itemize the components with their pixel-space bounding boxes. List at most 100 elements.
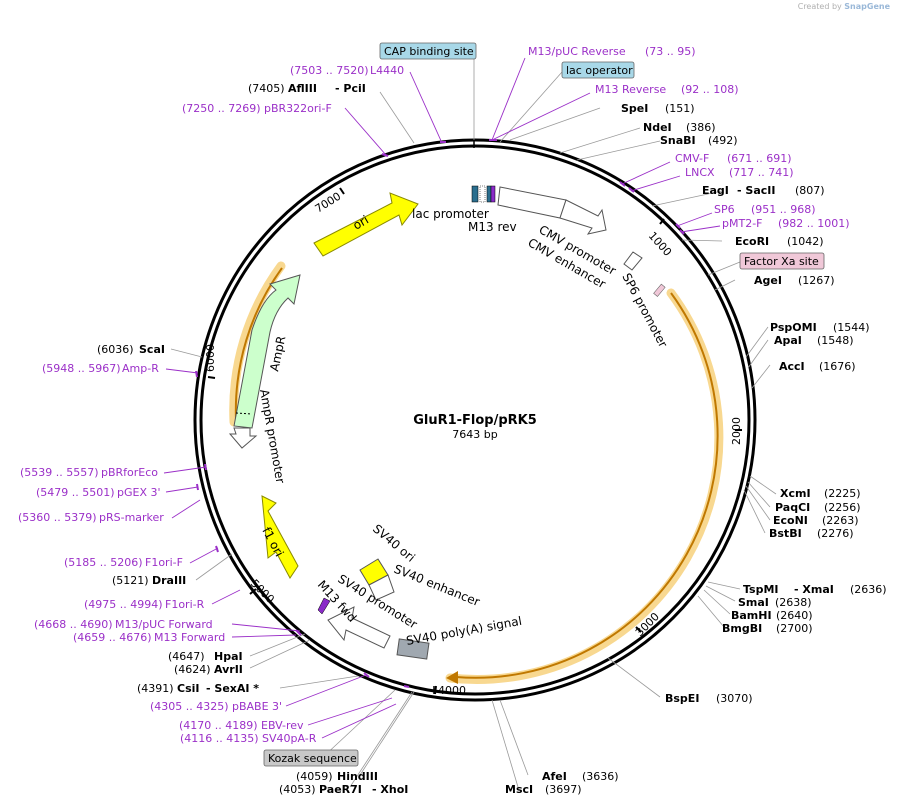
enzyme-avrii-pos: (4624) — [174, 663, 211, 676]
primer-m13puc-reverse-pos: (73 .. 95) — [645, 45, 696, 58]
m13rev-label: M13 rev — [468, 220, 517, 234]
enzyme-econi-pos: (2263) — [822, 514, 859, 527]
primer-l4440: L4440 — [370, 64, 404, 77]
tick-7000: 7000 — [313, 190, 344, 216]
enzyme-eagi: EagI — [702, 184, 729, 197]
enzyme-sexai: - SexAI * — [206, 682, 259, 695]
primer-f1orif: F1ori-F — [145, 556, 183, 569]
primer-m13-reverse: M13 Reverse — [595, 83, 666, 96]
enzyme-hpai-pos: (4647) — [168, 650, 205, 663]
ampr-highlight-arc — [229, 261, 286, 427]
enzyme-paer7i: PaeR7I — [319, 783, 362, 796]
enzyme-agei: AgeI — [754, 274, 782, 287]
enzyme-avrii: AvrII — [214, 663, 243, 676]
primer-pgex3: pGEX 3' — [117, 486, 161, 499]
primer-leader-lines — [163, 57, 721, 739]
lac-operator-box — [561, 61, 635, 79]
enzyme-afei-pos: (3636) — [582, 770, 619, 783]
enzyme-pspomi-pos: (1544) — [833, 321, 870, 334]
primer-l4440-pos: (7503 .. 7520) — [290, 64, 369, 77]
enzyme-marks — [433, 140, 475, 694]
primer-lncx-pos: (717 .. 741) — [729, 166, 794, 179]
backbone-inner — [199, 144, 751, 696]
left-primer-labels: (7503 .. 7520) L4440 (7250 .. 7269) pBR3… — [18, 64, 404, 745]
enzyme-csii-pos: (4391) — [137, 682, 174, 695]
primer-pmt2-f: pMT2-F — [722, 217, 763, 230]
enzyme-msci: MscI — [505, 783, 533, 796]
lac-operator-label: lac operator — [566, 64, 633, 77]
tick-1000: 1000 — [646, 229, 674, 259]
primer-pbrforeco: pBRforEco — [101, 466, 158, 479]
cmv-enhancer-arrow — [497, 186, 567, 219]
snapgene-logo: SnapGene — [844, 2, 890, 11]
primer-sp6: SP6 — [714, 203, 735, 216]
enzyme-ndei: NdeI — [643, 121, 672, 134]
primer-cmv-f-pos: (671 .. 691) — [727, 152, 792, 165]
sp6-promoter-label: SP6 promoter — [619, 271, 670, 350]
enzyme-bmgbi-pos: (2700) — [776, 622, 813, 635]
plasmid-title: GluR1-Flop/pRK5 — [413, 413, 537, 428]
primer-m13puc-forward-pos: (4668 .. 4690) — [34, 618, 113, 631]
primer-f1orir: F1ori-R — [165, 598, 205, 611]
primer-m13-forward: M13 Forward — [154, 631, 225, 644]
snapgene-credit: Created by SnapGene — [798, 2, 890, 11]
enzyme-ecori-pos: (1042) — [787, 235, 824, 248]
enzyme-bstbi-pos: (2276) — [817, 527, 854, 540]
primer-pbabe3-pos: (4305 .. 4325) — [150, 700, 229, 713]
enzyme-smai: SmaI — [738, 596, 769, 609]
enzyme-hpai: HpaI — [214, 650, 243, 663]
primer-m13-reverse-pos: (92 .. 108) — [681, 83, 739, 96]
primer-prsmarker-pos: (5360 .. 5379) — [18, 511, 97, 524]
enzyme-pspomi: PspOMI — [770, 321, 817, 334]
enzyme-msci-pos: (3697) — [545, 783, 582, 796]
enzyme-pcii: - PciI — [335, 82, 366, 95]
enzyme-acci: AccI — [779, 360, 805, 373]
ori-label: ori — [351, 213, 372, 233]
primer-pbr322: pBR322ori-F — [264, 102, 332, 115]
lac-operator-block — [486, 185, 492, 203]
enzyme-draiii: DraIII — [152, 574, 186, 587]
enzyme-bspei-pos: (3070) — [716, 692, 753, 705]
primer-m13-forward-pos: (4659 .. 4676) — [73, 631, 152, 644]
ampr-promoter-label: AmpR promoter — [257, 388, 287, 484]
enzyme-apai-pos: (1548) — [817, 334, 854, 347]
primer-pbabe3: pBABE 3' — [232, 700, 282, 713]
primer-f1orir-pos: (4975 .. 4994) — [84, 598, 163, 611]
primer-sv40par: SV40pA-R — [262, 732, 317, 745]
enzyme-scai-pos: (6036) — [97, 343, 134, 356]
primer-pmt2-f-pos: (982 .. 1001) — [778, 217, 850, 230]
right-enzyme-labels: SpeI (151) NdeI (386) SnaBI (492) EagI -… — [505, 102, 887, 796]
enzyme-tspmi: TspMI — [743, 583, 779, 596]
sv40-promoter-arrow — [327, 606, 391, 649]
enzyme-paqci-pos: (2256) — [824, 501, 861, 514]
ampr-label: AmpR — [267, 335, 288, 373]
primer-f1orif-pos: (5185 .. 5206) — [64, 556, 143, 569]
enzyme-paer7i-pos: (4053) — [279, 783, 316, 796]
enzyme-smai-pos: (2638) — [775, 596, 812, 609]
ori-arrow — [313, 192, 419, 257]
m13fwd-block — [317, 597, 331, 615]
enzyme-econi: EcoNI — [773, 514, 808, 527]
cap-binding-box — [379, 42, 477, 60]
primer-sp6-pos: (951 .. 968) — [751, 203, 816, 216]
enzyme-hindiii-pos: (4059) — [296, 770, 333, 783]
primer-sv40par-pos: (4116 .. 4135) — [180, 732, 259, 745]
enzyme-agei-pos: (1267) — [798, 274, 835, 287]
tick-2000: 2000 — [730, 417, 743, 445]
primer-pbrforeco-pos: (5539 .. 5557) — [20, 466, 99, 479]
credit-prefix: Created by — [797, 2, 842, 11]
enzyme-acci-pos: (1676) — [819, 360, 856, 373]
f1ori-arrow — [261, 495, 299, 579]
plasmid-length: 7643 bp — [452, 428, 497, 441]
enzyme-csii: CsiI — [177, 682, 199, 695]
primer-m13puc-forward: M13/pUC Forward — [115, 618, 213, 631]
primer-pgex3-pos: (5479 .. 5501) — [36, 486, 115, 499]
primer-ebvrev: EBV-rev — [261, 719, 304, 732]
enzyme-eagi-pos: (807) — [795, 184, 825, 197]
left-enzyme-labels: (7405) AflIII - PciI (6036) ScaI (5121) … — [97, 82, 408, 796]
primer-lncx: LNCX — [685, 166, 715, 179]
insert-arrowhead — [446, 671, 458, 684]
lac-promoter-label: lac promoter — [412, 207, 489, 221]
enzyme-bamhi-pos: (2640) — [776, 609, 813, 622]
